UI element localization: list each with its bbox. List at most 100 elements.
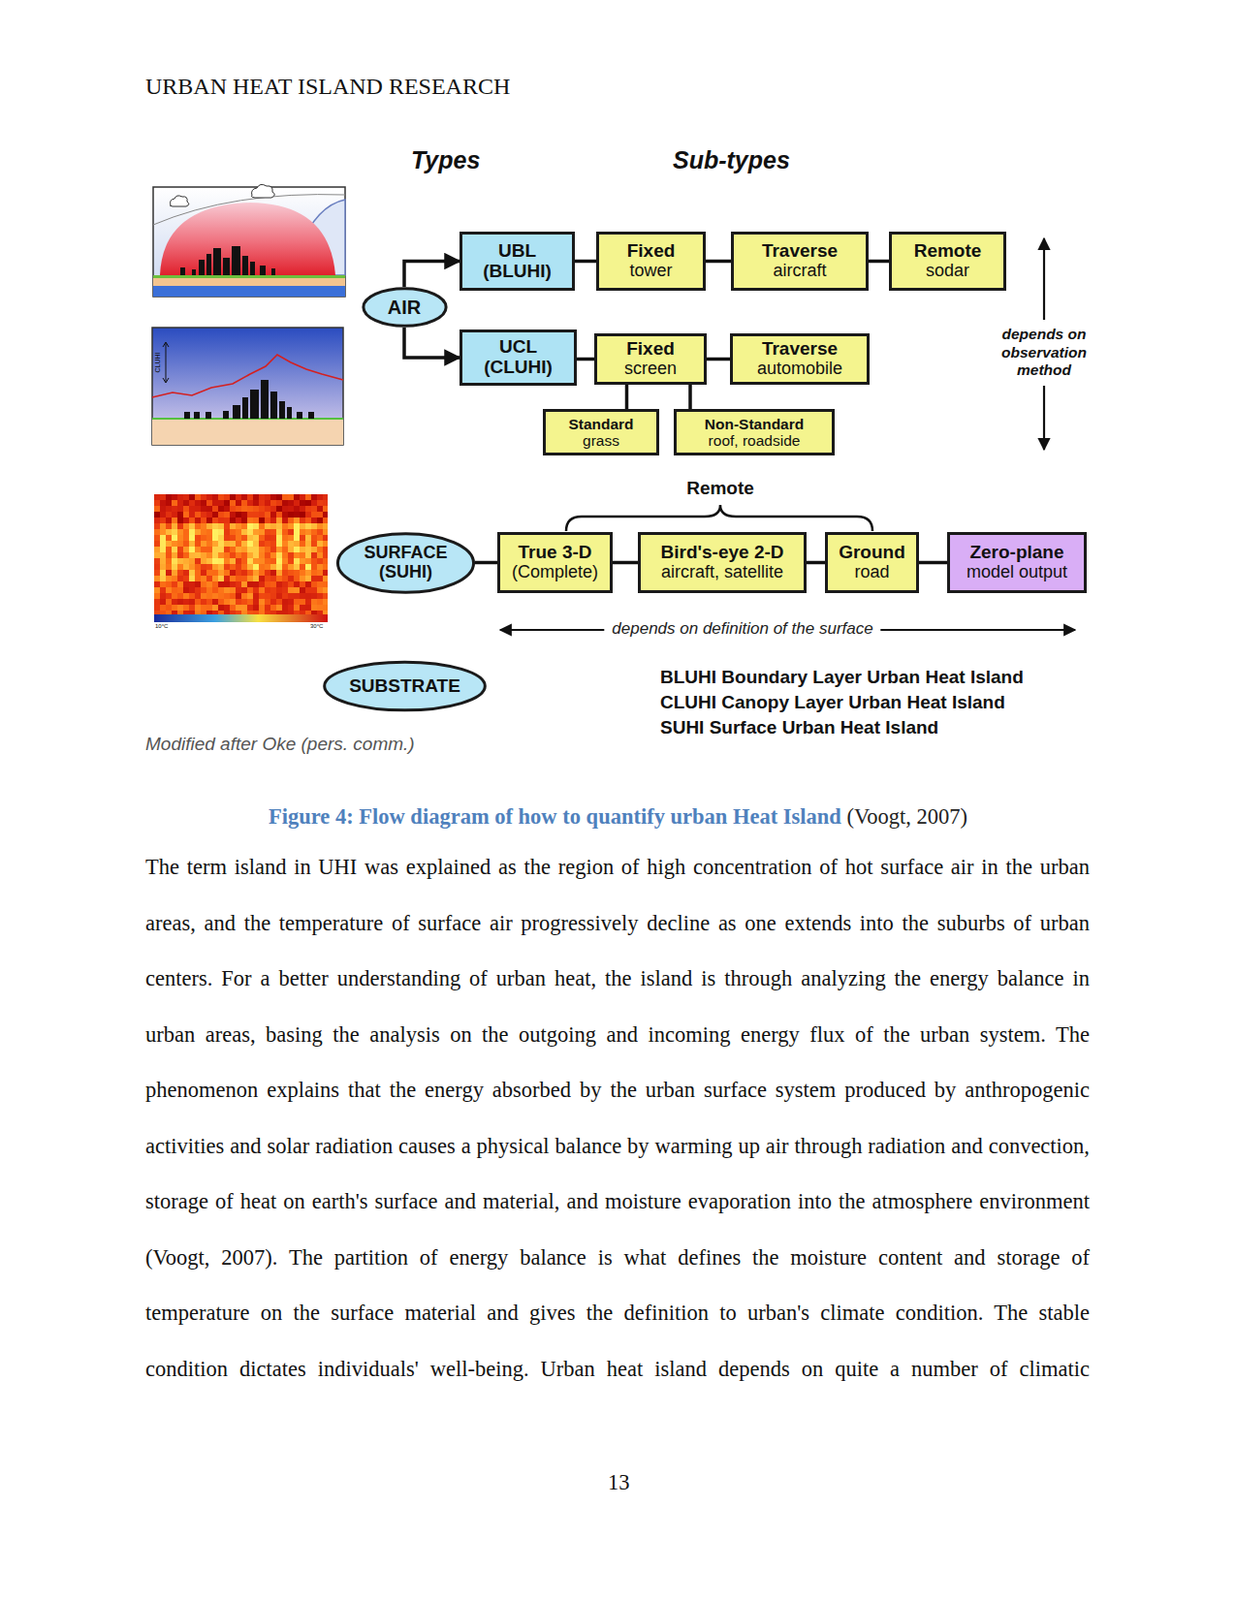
node-heading: SUBSTRATE [348, 676, 461, 698]
node-text: Fixedscreen [624, 339, 677, 380]
connector-arrow [404, 327, 460, 358]
edge-group [404, 261, 948, 564]
node-subtext: screen [624, 359, 677, 380]
subtype-box: Bird's-eye 2-Daircraft, satellite [637, 532, 807, 594]
node-text: UBL(BLUHI) [482, 241, 552, 283]
source-note: Modified after Oke (pers. comm.) [145, 733, 415, 756]
scale-label: 10°C [155, 623, 168, 630]
node-text: True 3-D(Complete) [511, 542, 599, 583]
connector-line [576, 357, 595, 362]
node-subtext: (BLUHI) [482, 261, 552, 283]
double-arrow [1043, 238, 1046, 320]
subtype-box: Traverseaircraft [730, 231, 869, 291]
group-label: Remote [681, 478, 760, 500]
brace [566, 505, 873, 532]
node-subtext: sodar [914, 261, 983, 282]
type-ellipse: SUBSTRATE [322, 660, 487, 713]
connector-line [919, 561, 948, 566]
node-text: Zero-planemodel output [966, 542, 1068, 583]
node-text: UCL(CLUHI) [483, 337, 553, 379]
subtype-box: Non-Standardroof, roadside [673, 409, 835, 456]
node-text: Traverseaircraft [761, 241, 838, 282]
connector-line [625, 384, 630, 410]
subtype-box: Fixedscreen [594, 333, 707, 385]
subtype-box: True 3-D(Complete) [497, 532, 613, 594]
node-text: Non-Standardroof, roadside [704, 415, 804, 449]
node-heading: True 3-D [511, 542, 599, 564]
connector-line [574, 259, 597, 264]
heading: Types [411, 146, 480, 175]
running-head: URBAN HEAT ISLAND RESEARCH [145, 73, 510, 100]
node-text: Bird's-eye 2-Daircraft, satellite [660, 542, 784, 583]
connector-line [806, 561, 825, 566]
node-heading: Ground [838, 542, 906, 564]
axis-note: depends on observation method [990, 325, 1098, 381]
connector-line [705, 259, 731, 264]
heading: Sub-types [672, 146, 791, 175]
node-heading: Traverse [761, 241, 838, 262]
subtype-box: Zero-planemodel output [947, 532, 1087, 594]
figure-caption: Figure 4: Flow diagram of how to quantif… [268, 804, 842, 829]
node-subtext: (SUHI) [363, 563, 447, 583]
axis-note: depends on definition of the surface [603, 619, 881, 639]
node-subtext: roof, roadside [704, 432, 804, 449]
body-paragraph: The term island in UHI was explained as … [145, 839, 1090, 1397]
node-subtext: grass [568, 432, 634, 449]
node-text: Standardgrass [568, 415, 634, 449]
node-text: SUBSTRATE [348, 676, 461, 698]
node-text: Remotesodar [914, 241, 983, 282]
subtype-box: Fixedtower [596, 231, 706, 291]
page-number: 13 [607, 1470, 628, 1496]
caption-reference: (Voogt, 2007) [846, 804, 968, 829]
node-heading: Non-Standard [704, 415, 804, 433]
node-subtext: road [838, 563, 906, 583]
node-subtext: (Complete) [511, 563, 599, 583]
subtype-box: Standardgrass [542, 409, 660, 456]
node-text: Groundroad [838, 542, 906, 583]
subtype-box: Remotesodar [888, 231, 1007, 291]
connector-line [868, 259, 889, 264]
node-heading: Standard [568, 415, 634, 433]
subtype-box: UBL(BLUHI) [459, 231, 575, 291]
subtype-box: Groundroad [824, 532, 920, 594]
node-heading: SURFACE [363, 543, 447, 564]
node-heading: Bird's-eye 2-D [660, 542, 784, 564]
node-text: SURFACE(SUHI) [363, 543, 447, 583]
node-text: Fixedtower [627, 241, 676, 282]
node-heading: Traverse [757, 339, 843, 360]
node-heading: UCL [483, 337, 553, 358]
node-heading: Fixed [627, 241, 676, 262]
node-heading: Fixed [624, 339, 677, 360]
caption-row: Figure 4: Flow diagram of how to quantif… [0, 804, 1236, 830]
node-heading: AIR [387, 296, 421, 318]
thermal-image [154, 494, 328, 623]
node-heading: Zero-plane [966, 542, 1068, 564]
type-ellipse: SURFACE(SUHI) [336, 531, 476, 596]
subtype-box: UCL(CLUHI) [459, 329, 577, 386]
legend-line: SUHI Surface Urban Heat Island [660, 717, 939, 739]
double-arrow [1043, 385, 1046, 450]
canopy-layer-picture [152, 327, 344, 445]
subtype-box: Traverseautomobile [729, 333, 870, 385]
node-subtext: automobile [757, 359, 843, 380]
boundary-layer-picture [153, 184, 346, 297]
legend-line: CLUHI Canopy Layer Urban Heat Island [660, 692, 1006, 714]
node-heading: Remote [914, 241, 983, 262]
scale-label: 30°C [310, 623, 323, 630]
type-ellipse: AIR [362, 286, 447, 328]
legend-line: BLUHI Boundary Layer Urban Heat Island [660, 666, 1024, 689]
connector-line [688, 384, 693, 410]
node-subtext: aircraft [761, 261, 838, 282]
connector-line [612, 561, 638, 566]
node-subtext: tower [627, 261, 676, 282]
connector-line [706, 357, 730, 362]
node-text: AIR [387, 296, 421, 318]
connector-line [475, 561, 498, 566]
dimension-label: CLUHI [154, 351, 161, 373]
node-subtext: aircraft, satellite [660, 563, 784, 583]
connector-arrow [404, 261, 460, 288]
node-text: Traverseautomobile [757, 339, 843, 380]
node-subtext: model output [966, 563, 1068, 583]
